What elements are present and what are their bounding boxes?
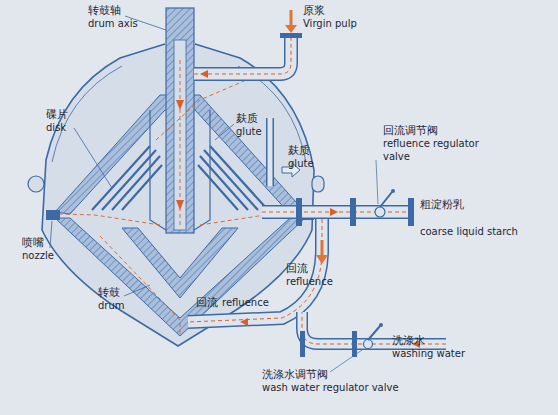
- part-label: refluence: [286, 276, 333, 289]
- refluence-valve: [375, 207, 385, 217]
- part-label: 洗涤水: [392, 334, 425, 348]
- part-label: disk: [46, 122, 66, 135]
- part-label: wash water regulator valve: [262, 382, 399, 395]
- drum-axis: [166, 8, 194, 233]
- part-label: 回流: [196, 296, 218, 310]
- part-label: 转鼓: [98, 286, 120, 300]
- part-label: glute: [236, 126, 262, 139]
- part-label: 碟片: [46, 108, 68, 122]
- part-label: drum axis: [88, 18, 138, 31]
- part-label: Virgin pulp: [303, 18, 357, 31]
- part-label: 粗淀粉乳: [420, 198, 464, 212]
- leader-lines: [50, 16, 234, 296]
- part-label: 原浆: [303, 4, 325, 18]
- part-label: 麸质: [236, 112, 258, 126]
- part-label: 喷嘴: [22, 236, 44, 250]
- part-label: 回流调节阀: [383, 124, 438, 138]
- part-label: nozzle: [22, 250, 54, 263]
- part-label: 转鼓轴: [88, 4, 121, 18]
- part-label: 回流: [286, 262, 308, 276]
- part-label: 麸质: [288, 144, 310, 158]
- part-label: refluence regulator valve: [383, 138, 487, 163]
- part-label: coarse liquid starch: [420, 226, 518, 239]
- part-label: drum: [98, 300, 125, 313]
- part-label: glute: [288, 158, 314, 171]
- part-label: 洗涤水调节阀: [262, 368, 328, 382]
- part-label: washing water: [392, 348, 465, 361]
- wash-water-valve: [364, 340, 373, 349]
- part-label: refluence: [222, 297, 269, 310]
